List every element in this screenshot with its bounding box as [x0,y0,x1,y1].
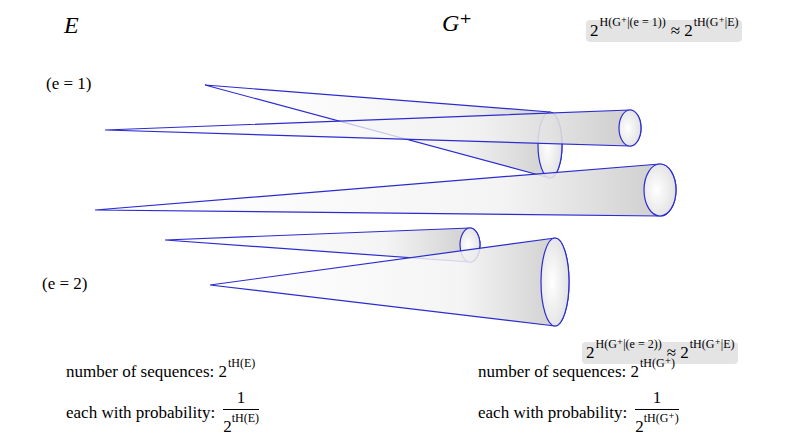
formula-text: each with probability: [66,403,215,423]
formula: each with probability:12tH(E) [66,388,259,437]
condition-label: (e = 2) [42,274,87,294]
formula: each with probability:12tH(G⁺) [478,388,679,437]
formula-text: number of sequences: 2 [66,362,227,382]
formula-text: 2 [590,21,599,41]
ellipse-shape [31,31,351,339]
exponent: tH(E) [228,356,255,371]
denominator: 2tH(G⁺) [635,411,679,437]
exponent: tH(G⁺) [640,356,675,371]
cone [95,164,676,216]
exponent: tH(G⁺|E) [690,337,735,352]
formula: number of sequences: 2tH(G⁺) [478,362,675,382]
cone-mouth [619,110,641,146]
formula-text: 2 [635,417,644,437]
formula-text: 1 [237,388,246,408]
exponent: tH(E) [232,411,259,426]
fraction-bar [635,409,679,410]
exponent: H(G⁺|(e = 2)) [596,337,662,352]
formula-text: 2 [223,417,232,437]
set-name: G⁺ [442,9,472,37]
condition-label: (e = 1) [46,74,91,94]
cone-mouth [541,238,569,326]
denominator: 2tH(E) [223,411,259,437]
cone [105,110,641,146]
exponent: tH(G⁺) [644,411,679,426]
formula-text: number of sequences: 2 [478,362,639,382]
cone [210,238,569,326]
fraction: 12tH(G⁺) [635,388,679,437]
ellipse-outline [412,25,790,347]
formula-text: ≈ 2 [671,21,693,41]
exponent: tH(G⁺|E) [694,15,739,30]
set-ellipse: G⁺ [412,25,790,347]
exponent: H(G⁺|(e = 1)) [600,15,666,30]
formula: number of sequences: 2tH(E) [66,362,255,382]
formula: 2H(G⁺|(e = 1))≈ 2tH(G⁺|E) [586,20,742,42]
fraction: 12tH(E) [223,388,259,437]
formula-text: 1 [653,388,662,408]
set-name: E [64,12,79,39]
cone-mouth [644,164,676,216]
fraction-bar [223,409,259,410]
formula-text: each with probability: [478,403,627,423]
ellipse-shape [413,26,789,346]
formula-text: 2 [586,343,595,363]
